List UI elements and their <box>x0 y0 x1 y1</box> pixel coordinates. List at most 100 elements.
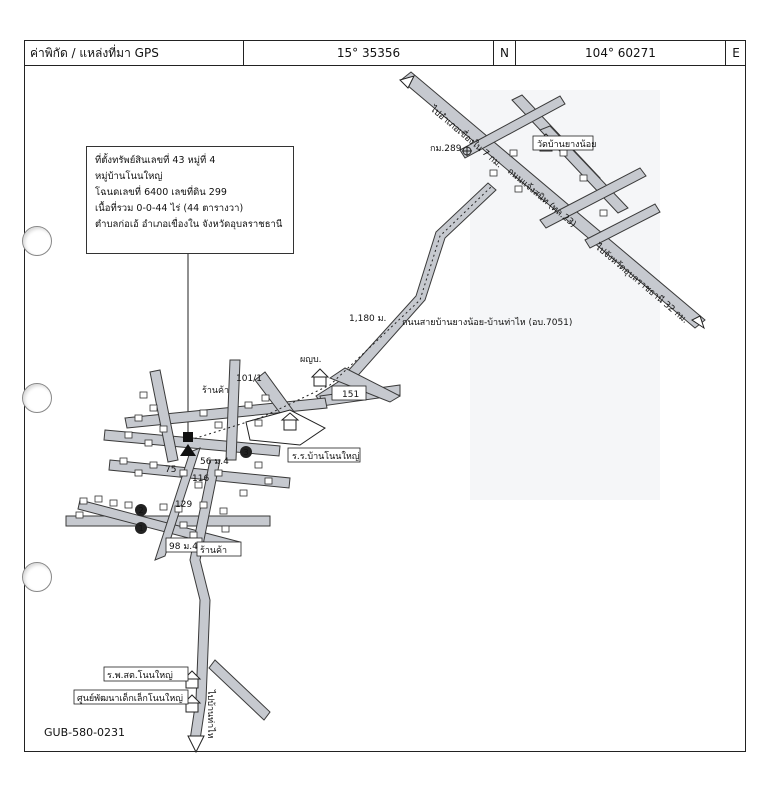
house-129-label: 129 <box>175 500 192 510</box>
house-151-label-box <box>331 385 367 401</box>
longitude-value: 104° 60271 <box>516 40 726 65</box>
village-road <box>154 447 201 561</box>
to-thahai-label: ไปบ้านท่าไห <box>205 689 216 739</box>
punch-hole <box>22 562 52 592</box>
shop2-label-box <box>196 541 242 557</box>
punch-hole <box>22 383 52 413</box>
km-marker-label: กม.289 <box>430 144 462 154</box>
longitude-direction: E <box>732 46 740 60</box>
house-icon <box>254 419 263 427</box>
house-icon <box>189 531 198 539</box>
house-icon <box>254 461 263 469</box>
house-icon <box>75 511 84 519</box>
property-marker <box>183 432 193 442</box>
house-icon <box>134 469 143 477</box>
temple-road <box>584 203 661 249</box>
village-head-label: ผญบ. <box>300 355 322 365</box>
house-icon <box>159 503 168 511</box>
school-label-box <box>287 447 361 463</box>
document-code: GUB-580-0231 <box>44 726 126 739</box>
house-icon <box>144 439 153 447</box>
house-icon <box>94 495 103 503</box>
house-icon <box>514 185 523 193</box>
latitude-value: 15° 35356 <box>244 40 494 65</box>
house-icon <box>194 481 203 489</box>
house-icon <box>214 421 223 429</box>
school-label: ร.ร.บ้านโนนใหญ่ <box>292 451 360 462</box>
road-7051-label: ถนนสายบ้านยางน้อย-บ้านท่าไห (อบ.7051) <box>402 317 572 328</box>
house-icon <box>179 469 188 477</box>
house-icon <box>119 457 128 465</box>
house-icon <box>221 525 230 533</box>
info-line: เนื้อที่รวม 0-0-44 ไร่ (44 ตารางวา) <box>95 203 244 214</box>
house-icon <box>579 174 588 182</box>
house-icon <box>489 169 498 177</box>
temple-label: วัดบ้านยางน้อย <box>537 139 596 150</box>
temple-label-box <box>532 135 594 151</box>
house-icon <box>199 501 208 509</box>
distance-label: 1,180 ม. <box>349 314 386 324</box>
house-icon <box>559 149 568 157</box>
hospital-label-box <box>103 666 189 682</box>
house-icon <box>159 425 168 433</box>
coordinate-header: ค่าพิกัด / แหล่งที่มา GPS 15° 35356 N 10… <box>24 40 746 66</box>
house-icon <box>199 409 208 417</box>
info-line: โฉนดเลขที่ 6400 เลขที่ดิน 299 <box>95 187 227 198</box>
house-151-label: 151 <box>342 390 359 400</box>
village-branch-road <box>328 367 402 403</box>
roads <box>65 71 706 741</box>
child-center-label: ศูนย์พัฒนาเด็กเล็กโนนใหญ่ <box>77 691 183 704</box>
property-info-box: ที่ตั้งทรัพย์สินเลขที่ 43 หมู่ที่ 4 หมู่… <box>86 146 294 254</box>
highway-road <box>400 71 706 329</box>
property-arrow-icon <box>180 444 196 456</box>
circle-label: 3 <box>243 448 248 457</box>
child-center-label-box <box>73 689 189 705</box>
house-markers <box>75 149 608 539</box>
house-icon <box>179 521 188 529</box>
house-icon <box>509 149 518 157</box>
arrow-down-right-icon <box>691 315 705 330</box>
house-101-label: 101/1 <box>236 374 262 384</box>
house-icon <box>264 477 273 485</box>
punch-hole <box>22 226 52 256</box>
to-ubon-label: ไปจังหวัดอุบลราชธานี 32 กม. <box>592 241 690 326</box>
arrow-down-icon <box>187 735 205 754</box>
village-head-house-icon <box>310 368 330 387</box>
coord-source: GPS <box>134 46 159 60</box>
house-icon <box>261 394 270 402</box>
house-icon <box>109 499 118 507</box>
house-icon <box>124 501 133 509</box>
house-icon <box>149 404 158 412</box>
house-icon <box>139 391 148 399</box>
house-icon <box>124 431 133 439</box>
house-icon <box>134 414 143 422</box>
house-icon <box>79 497 88 505</box>
house-icon <box>599 209 608 217</box>
house-icon <box>174 505 183 513</box>
latitude-direction: N <box>494 40 516 65</box>
house-icon <box>219 507 228 515</box>
house-icon <box>244 401 253 409</box>
hospital-label: ร.พ.สต.โนนใหญ่ <box>107 670 173 681</box>
house-56-label: 56 ม.4 <box>200 457 229 467</box>
info-line: ตำบลก่อเอ้ อำเภอเขื่องใน จังหวัดอุบลราชธ… <box>95 219 283 230</box>
village-road <box>225 359 241 461</box>
numbered-circle <box>135 504 147 516</box>
shop2-label: ร้านค้า <box>200 545 227 556</box>
info-line: หมู่บ้านโนนใหญ่ <box>95 171 163 182</box>
house-116-label: 116 <box>192 474 209 484</box>
temple-road <box>539 167 647 229</box>
circle-label: 2 <box>138 506 143 515</box>
circle-label: 1 <box>138 524 143 533</box>
house-icon <box>149 461 158 469</box>
numbered-circle <box>240 446 252 458</box>
coord-label-cell: ค่าพิกัด / แหล่งที่มา GPS <box>24 40 244 65</box>
temple-road <box>459 95 566 159</box>
south-branch-road <box>208 659 271 721</box>
shop1-label: ร้านค้า <box>202 385 229 396</box>
house-98-label: 98 ม.4 <box>169 542 198 552</box>
numbered-circle <box>135 522 147 534</box>
school-icon <box>280 412 300 431</box>
arrow-up-left-icon <box>399 75 415 89</box>
